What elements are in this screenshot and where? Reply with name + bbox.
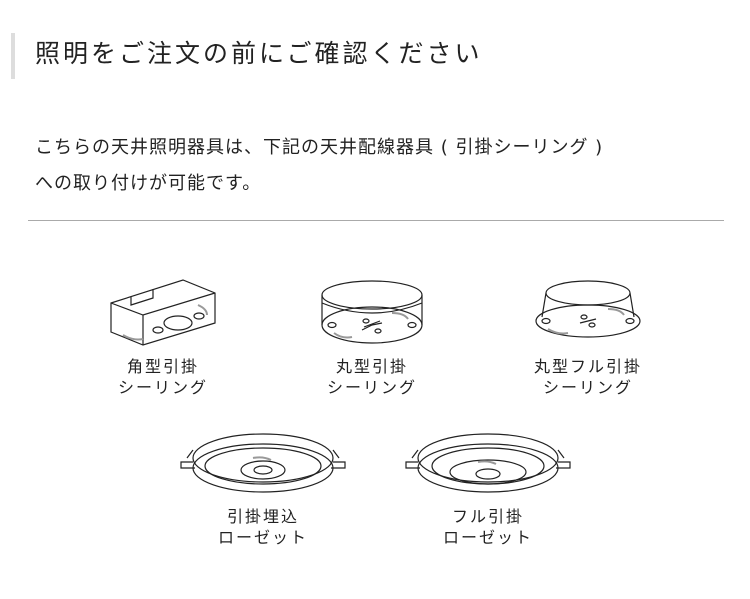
page-title: 照明をご注文の前にご確認ください	[35, 39, 483, 68]
description-line-2: への取り付けが可能です。	[35, 173, 262, 194]
description-line-1: こちらの天井照明器具は、下記の天井配線器具 ( 引掛シーリング )	[35, 137, 604, 158]
embedded-rosette-icon	[180, 433, 346, 493]
device-embedded-rosette: 引掛埋込 ローゼット	[163, 428, 363, 548]
square-ceiling-icon	[110, 279, 216, 346]
device-round-ceiling: 丸型引掛 シーリング	[272, 275, 472, 398]
device-label: シーリング	[117, 378, 208, 397]
description: こちらの天井照明器具は、下記の天井配線器具 ( 引掛シーリング ) への取り付け…	[35, 130, 603, 202]
title-accent-bar	[11, 33, 15, 79]
device-label: 丸型フル引掛	[533, 357, 642, 376]
device-label: シーリング	[326, 378, 417, 397]
device-label: 丸型引掛	[335, 357, 408, 376]
round-full-ceiling-icon	[535, 280, 641, 338]
device-label: フル引掛	[451, 507, 524, 526]
full-rosette-icon	[405, 433, 571, 493]
divider	[28, 220, 724, 221]
round-ceiling-icon	[321, 280, 423, 344]
device-round-full-ceiling: 丸型フル引掛 シーリング	[488, 275, 688, 398]
device-label: 角型引掛	[126, 357, 199, 376]
device-label: ローゼット	[442, 528, 533, 547]
device-square-ceiling: 角型引掛 シーリング	[63, 275, 263, 398]
device-label: ローゼット	[217, 528, 308, 547]
device-label: シーリング	[542, 378, 633, 397]
device-label: 引掛埋込	[226, 507, 299, 526]
device-full-rosette: フル引掛 ローゼット	[388, 428, 588, 548]
